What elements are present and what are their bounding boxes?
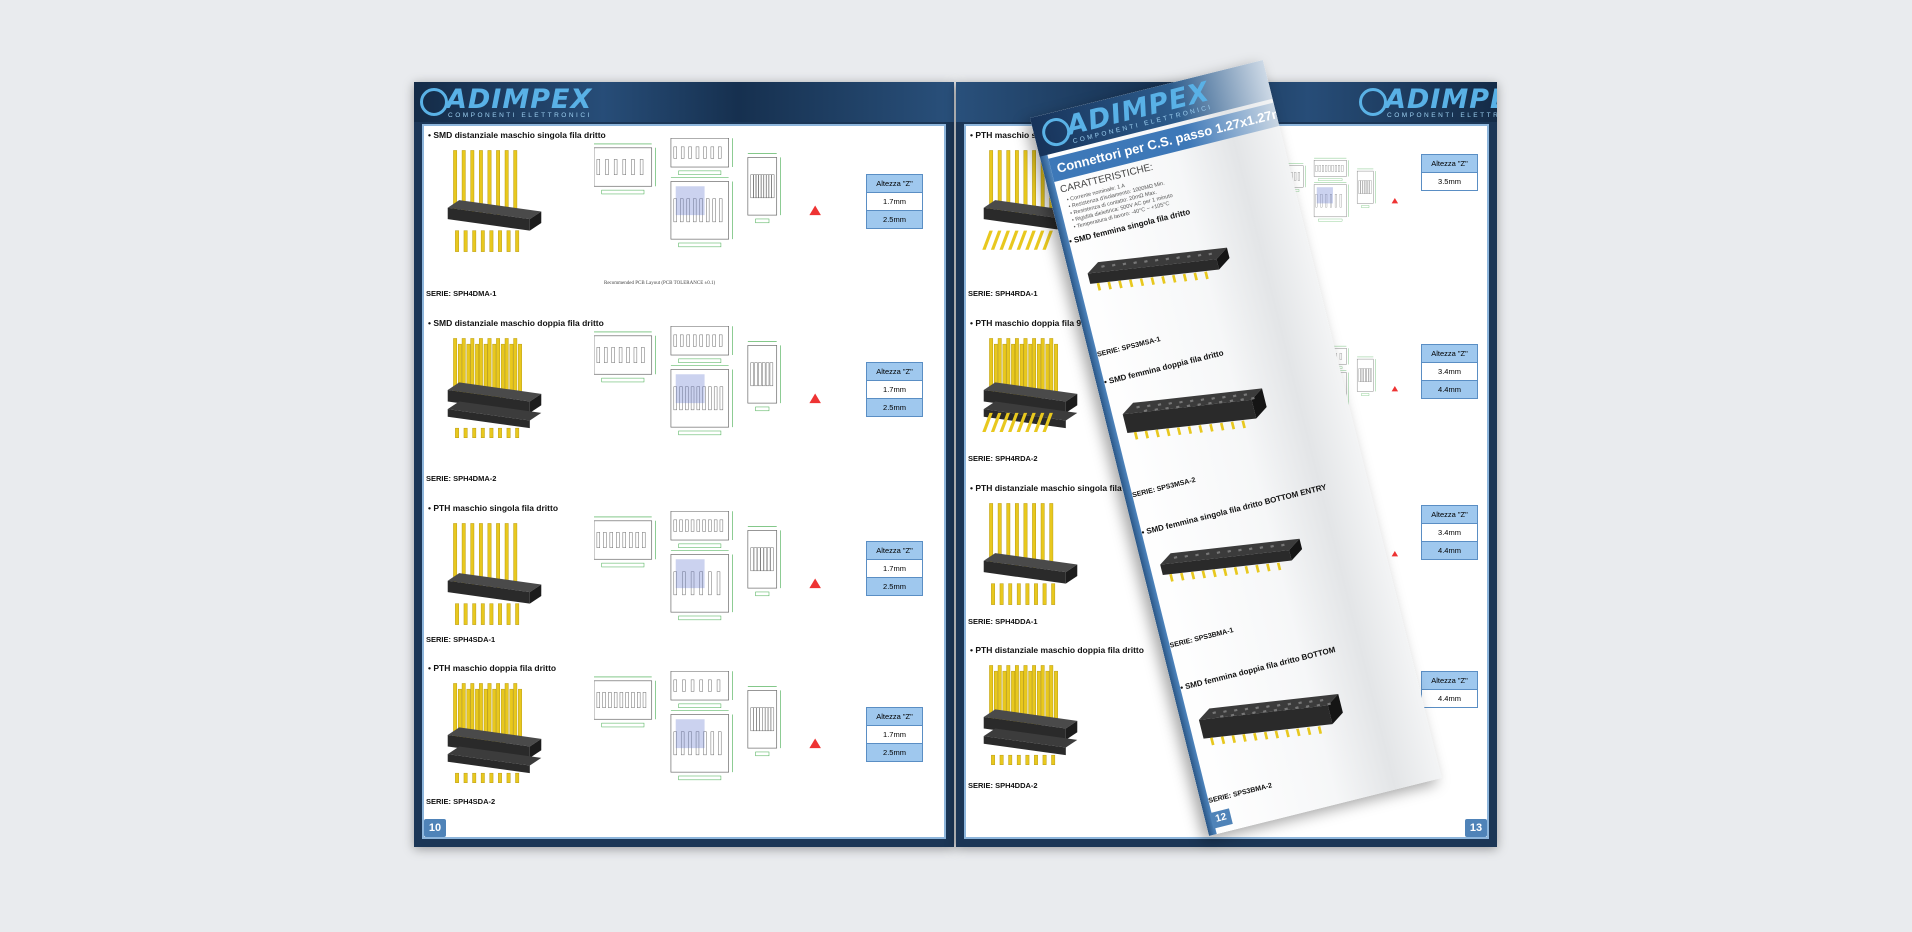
z-table-value: 4.4mm (1422, 381, 1477, 398)
series-label: SERIE: SPH4RDA-2 (968, 454, 1038, 463)
pin-header-connector-icon (442, 515, 547, 640)
product-title: • PTH maschio doppia fila dritto (428, 663, 557, 673)
series-label: SERIE: SPH4DMA-2 (426, 474, 497, 483)
page-content: • SMD distanziale maschio singola fila d… (422, 124, 946, 839)
series-label: SERIE: SPS3MSA-2 (1131, 476, 1197, 500)
z-table-value: 2.5mm (867, 399, 922, 416)
z-table-header: Altezza "Z" (867, 175, 922, 193)
z-table-header: Altezza "Z" (1422, 506, 1477, 524)
technical-drawing-icon (593, 507, 844, 651)
page-header: ADIMPEX COMPONENTI ELETTRONICI (414, 82, 954, 122)
series-label: SERIE: SPS3BMA-1 (1169, 627, 1235, 650)
series-label: SERIE: SPH4RDA-1 (968, 289, 1038, 298)
product-title: • PTH distanziale maschio singola fila d… (970, 483, 1133, 493)
adimpex-logo-icon: ADIMPEX COMPONENTI ELETTRONICI (1359, 84, 1497, 120)
female-socket-connector-icon (1114, 362, 1278, 471)
page-number[interactable]: 10 (424, 819, 446, 837)
catalog-page-left: ADIMPEX COMPONENTI ELETTRONICI • SMD dis… (414, 82, 954, 847)
female-socket-connector-icon (1190, 667, 1354, 776)
product-section: • SMD distanziale maschio singola fila d… (424, 126, 944, 311)
z-table-header: Altezza "Z" (1422, 155, 1477, 173)
product-section: • SMD femmina singola fila dritto BOTTOM… (1030, 60, 1328, 649)
product-section: • SMD distanziale maschio doppia fila dr… (424, 314, 944, 496)
pin-header-connector-icon (978, 330, 1083, 455)
z-table-header: Altezza "Z" (1422, 672, 1477, 690)
technical-drawing-icon (1270, 138, 1411, 263)
z-table-value: 3.5mm (1422, 173, 1477, 190)
product-title: • PTH maschio doppia fila 90 (970, 318, 1086, 328)
product-title: • SMD distanziale maschio doppia fila dr… (428, 318, 604, 328)
series-label: SERIE: SPH4DDA-1 (968, 617, 1038, 626)
z-table-value: 1.7mm (867, 560, 922, 578)
drawing-note: Recommended PCB Layout (PCB TOLERANCE ±0… (604, 281, 716, 286)
z-table-value: 4.4mm (1422, 542, 1477, 559)
pin-header-connector-icon (978, 495, 1083, 620)
z-table-value: 4.4mm (1422, 690, 1477, 707)
z-table-value: 1.7mm (867, 726, 922, 744)
female-socket-connector-icon (1152, 512, 1316, 621)
product-title: • SMD distanziale maschio singola fila d… (428, 130, 606, 140)
height-z-table: Altezza "Z"4.4mm (1421, 671, 1478, 708)
pin-header-connector-icon (442, 142, 547, 267)
adimpex-logo-icon: ADIMPEX COMPONENTI ELETTRONICI (420, 84, 591, 120)
z-table-header: Altezza "Z" (867, 542, 922, 560)
z-table-value: 1.7mm (867, 193, 922, 211)
technical-drawing-icon (593, 322, 844, 466)
pin-header-connector-icon (442, 330, 547, 455)
technical-drawing-icon (593, 134, 844, 278)
series-label: SERIE: SPS3MSA-1 (1096, 336, 1162, 359)
series-label: SERIE: SPS3BMA-2 (1207, 782, 1273, 805)
series-label: SERIE: SPH4SDA-2 (426, 797, 496, 806)
z-table-value: 2.5mm (867, 578, 922, 595)
series-label: SERIE: SPH4DMA-1 (426, 289, 497, 298)
product-section: • PTH distanziale maschio singola fila d… (966, 479, 1487, 639)
z-table-value: 2.5mm (867, 211, 922, 228)
technical-drawing-icon (593, 667, 844, 811)
female-socket-connector-icon (1079, 221, 1243, 330)
z-table-header: Altezza "Z" (867, 708, 922, 726)
product-title: • PTH distanziale maschio doppia fila dr… (970, 645, 1144, 655)
z-table-value: 1.7mm (867, 381, 922, 399)
z-table-value: 3.4mm (1422, 524, 1477, 542)
z-table-header: Altezza "Z" (867, 363, 922, 381)
series-label: SERIE: SPH4SDA-1 (426, 635, 496, 644)
z-table-value: 2.5mm (867, 744, 922, 761)
page-number[interactable]: 12 (1209, 808, 1233, 829)
pin-header-connector-icon (978, 657, 1083, 782)
height-z-table: Altezza "Z"3.5mm (1421, 154, 1478, 191)
pin-header-connector-icon (442, 675, 547, 800)
turning-page[interactable]: ADIMPEX COMPONENTI ELETTRONICI Connettor… (1030, 59, 1442, 837)
product-title: • PTH maschio singola fila dritto (428, 503, 559, 513)
z-table-value: 3.4mm (1422, 363, 1477, 381)
page-number[interactable]: 13 (1465, 819, 1487, 837)
product-title: • PTH maschio singola fila (970, 130, 1076, 140)
series-label: SERIE: SPH4DDA-2 (968, 781, 1038, 790)
z-table-header: Altezza "Z" (1422, 345, 1477, 363)
